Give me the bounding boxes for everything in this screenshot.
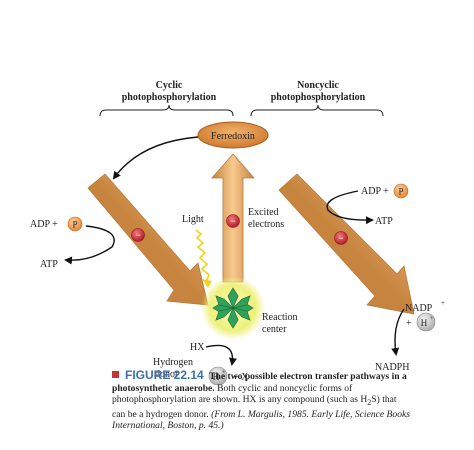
- nadp-label: NADP: [405, 303, 433, 314]
- adp-left-label: ADP +: [30, 219, 58, 230]
- nadp-superscript: +: [441, 299, 445, 307]
- electron-noncyclic: −: [334, 231, 348, 245]
- hx-label: HX: [190, 342, 205, 353]
- excited-label-line2: electrons: [248, 219, 284, 230]
- hydrogen-donor-line2: donor: [155, 369, 179, 380]
- noncyclic-header-line2: photophosphorylation: [271, 92, 366, 103]
- light-arrowhead: [202, 279, 212, 288]
- nadp-plus: +: [406, 318, 412, 329]
- nadp-h-ion: [416, 312, 436, 332]
- electron-cyclic: −: [131, 228, 145, 242]
- reaction-center: [212, 287, 254, 329]
- cyclic-electron-arrow: [87, 173, 209, 306]
- noncyclic-electron-arrow: [278, 173, 415, 315]
- caption-bullet-icon: [112, 371, 119, 378]
- excited-label-line1: Excited: [248, 207, 279, 218]
- phosphate-left: [67, 216, 83, 232]
- figure-caption: FIGURE 22.14 The two possible electron t…: [112, 368, 412, 432]
- hydrogen-donor-line1: Hydrogen: [153, 357, 193, 368]
- atp-left-label: ATP: [40, 259, 58, 270]
- reaction-center-label-line2: center: [262, 324, 287, 335]
- phosphate-right: [393, 183, 409, 199]
- adp-atp-right-arrow: [326, 190, 374, 225]
- h-plus-ion: [208, 366, 228, 386]
- cyclic-header-line2: photophosphorylation: [122, 92, 217, 103]
- electron-symbol: −: [338, 233, 343, 243]
- light-zigzag: [195, 229, 210, 283]
- cyclic-header-line1: Cyclic: [156, 80, 183, 91]
- electron-symbol: −: [135, 230, 140, 240]
- electron-symbol: −: [230, 216, 235, 226]
- ferredoxin-node: [197, 121, 269, 149]
- ferredoxin-label: Ferredoxin: [211, 131, 255, 142]
- reaction-center-label-line1: Reaction: [262, 312, 298, 323]
- light-label: Light: [182, 214, 204, 225]
- phosphate-right-symbol: P: [398, 187, 403, 197]
- caption-body-1: Both cyclic and noncyclic forms of photo…: [112, 382, 368, 406]
- nadp-h-superscript: +: [430, 316, 434, 322]
- plus-x-label: + X: [233, 372, 249, 383]
- h-plus-superscript: +: [222, 370, 226, 376]
- h-plus-label: H: [213, 372, 220, 382]
- phosphate-left-symbol: P: [72, 220, 77, 230]
- noncyclic-header-line1: Noncyclic: [297, 80, 339, 91]
- cyclic-bracket: [99, 104, 234, 117]
- nadp-h-label: H: [421, 318, 428, 328]
- figure-label: FIGURE 22.14: [125, 368, 204, 382]
- nadp-arrow: [391, 308, 405, 356]
- hx-arrow: [205, 344, 237, 366]
- caption-body-2: S) that can be a hydrogen donor.: [112, 394, 397, 420]
- caption-credit: (From L. Margulis, 1985. Early Life, Sci…: [112, 408, 410, 432]
- noncyclic-bracket: [250, 104, 384, 117]
- electron-central: −: [226, 214, 240, 228]
- caption-title: The two possible electron transfer pathw…: [112, 371, 407, 394]
- atp-right-label: ATP: [375, 216, 393, 227]
- adp-right-label: ADP +: [361, 186, 389, 197]
- nadph-label: NADPH: [375, 362, 409, 373]
- adp-atp-left-arrow: [64, 225, 115, 265]
- ferredoxin-to-cyclic-arrow: [112, 136, 199, 180]
- caption-subscript: 2: [367, 398, 372, 408]
